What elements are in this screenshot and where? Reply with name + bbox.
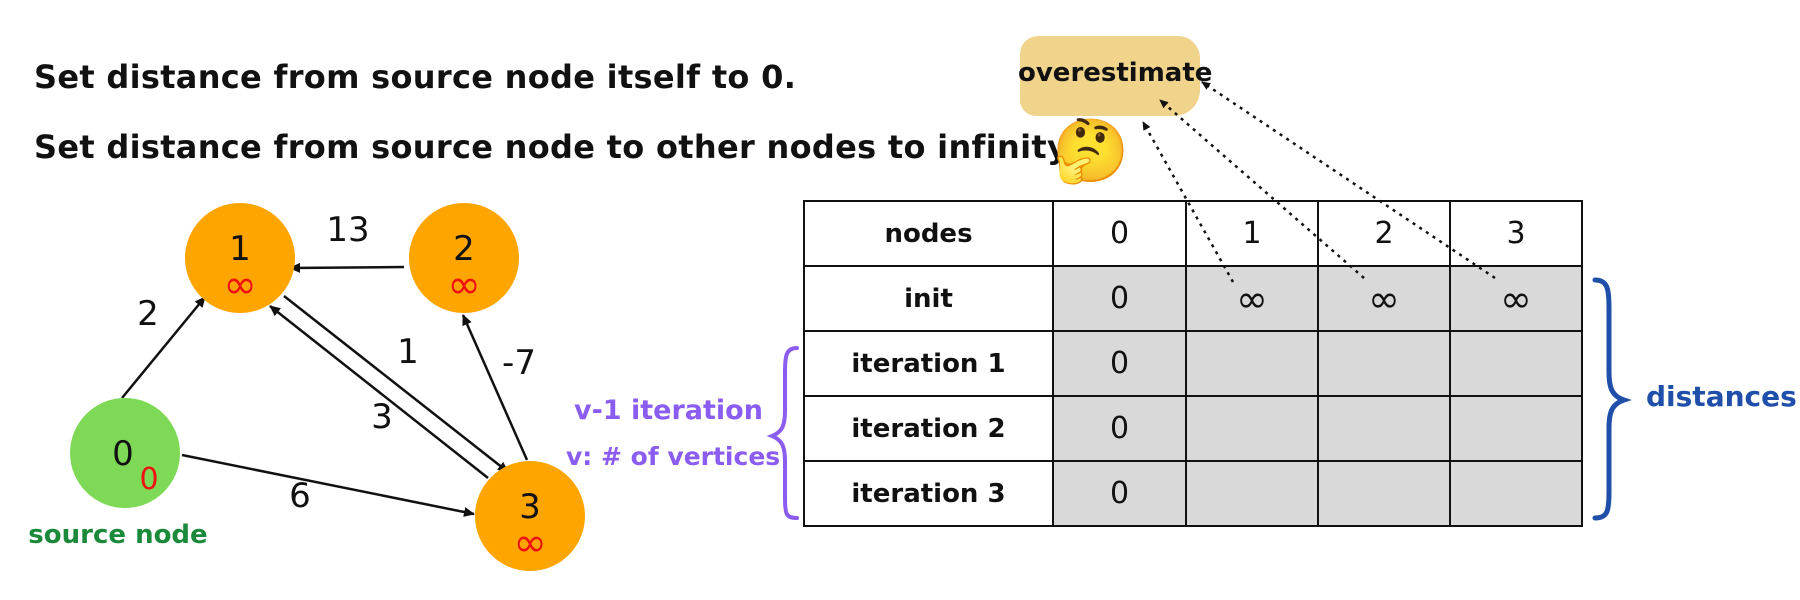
node-0-label: 0 <box>112 434 134 474</box>
cell-iter2-1 <box>1185 395 1319 462</box>
overestimate-label: overestimate <box>1018 58 1213 88</box>
edge-weight-0-to-3: 6 <box>289 476 311 516</box>
edge-0-to-3 <box>181 453 475 517</box>
node-3-label: 3 <box>519 487 541 527</box>
cell-iter1-0: 0 <box>1052 330 1187 397</box>
table-header-row: nodes 0 1 2 3 <box>803 200 1583 267</box>
v-definition-label: v: # of vertices <box>566 442 781 471</box>
edge-weight-3-to-1: 3 <box>371 397 393 437</box>
node-0-distance: 0 <box>139 462 158 497</box>
instruction-line-2: Set distance from source node to other n… <box>34 128 1078 166</box>
node-3-distance: ∞ <box>513 520 546 566</box>
pointer-node-2 <box>1159 99 1365 279</box>
table-row: iteration 3 0 <box>803 460 1583 527</box>
edge-2-to-1 <box>289 262 405 273</box>
cell-iter3-0: 0 <box>1052 460 1187 527</box>
cell-iter2-2 <box>1317 395 1451 462</box>
node-2-circle <box>409 203 519 313</box>
iterations-brace <box>766 346 799 520</box>
row-label-iteration-1: iteration 1 <box>803 330 1054 397</box>
pointer-node-1 <box>1141 121 1235 283</box>
row-label-iteration-2: iteration 2 <box>803 395 1054 462</box>
table-row: init 0 ∞ ∞ ∞ <box>803 265 1583 332</box>
v-minus-1-iteration-label: v-1 iteration <box>574 395 763 426</box>
speech-bubble <box>1020 36 1200 116</box>
edge-0-to-1 <box>121 296 206 399</box>
graph-nodes: 001∞2∞3∞ <box>70 203 585 571</box>
edge-1-to-3 <box>283 295 509 473</box>
node-0-circle <box>70 398 180 508</box>
header-nodes: nodes <box>803 200 1054 267</box>
edge-3-to-2 <box>461 314 529 461</box>
pointer-node-3 <box>1201 80 1496 280</box>
header-node-1: 1 <box>1185 200 1319 267</box>
instruction-line-1: Set distance from source node itself to … <box>34 58 797 96</box>
cell-iter1-3 <box>1449 330 1583 397</box>
distances-brace <box>1592 277 1632 521</box>
cell-iter3-2 <box>1317 460 1451 527</box>
distances-label: distances <box>1646 380 1797 413</box>
thinking-face-icon: 🤔 <box>1052 114 1130 187</box>
table-row: iteration 1 0 <box>803 330 1583 397</box>
cell-init-2: ∞ <box>1317 265 1451 332</box>
cell-init-1: ∞ <box>1185 265 1319 332</box>
header-node-0: 0 <box>1052 200 1187 267</box>
cell-iter2-3 <box>1449 395 1583 462</box>
cell-iter3-1 <box>1185 460 1319 527</box>
edge-3-to-1 <box>269 305 489 479</box>
overestimate-pointers <box>1141 80 1496 283</box>
distance-table: nodes 0 1 2 3 init 0 ∞ ∞ ∞ iteration 1 0… <box>803 200 1583 527</box>
cell-iter2-0: 0 <box>1052 395 1187 462</box>
edge-weight-3-to-2: -7 <box>502 343 536 383</box>
node-1-label: 1 <box>229 229 251 269</box>
cell-iter3-3 <box>1449 460 1583 527</box>
node-3-circle <box>475 461 585 571</box>
cell-iter1-2 <box>1317 330 1451 397</box>
node-1-distance: ∞ <box>223 262 256 308</box>
cell-iter1-1 <box>1185 330 1319 397</box>
header-node-3: 3 <box>1449 200 1583 267</box>
table-row: iteration 2 0 <box>803 395 1583 462</box>
row-label-iteration-3: iteration 3 <box>803 460 1054 527</box>
cell-init-0: 0 <box>1052 265 1187 332</box>
source-node-label: source node <box>28 520 207 550</box>
row-label-init: init <box>803 265 1054 332</box>
edge-weight-1-to-3: 1 <box>397 332 419 372</box>
node-2-distance: ∞ <box>447 262 480 308</box>
node-1-circle <box>185 203 295 313</box>
edge-weight-0-to-1: 2 <box>137 294 159 334</box>
node-2-label: 2 <box>453 229 475 269</box>
edge-weight-2-to-1: 13 <box>326 210 369 250</box>
cell-init-3: ∞ <box>1449 265 1583 332</box>
